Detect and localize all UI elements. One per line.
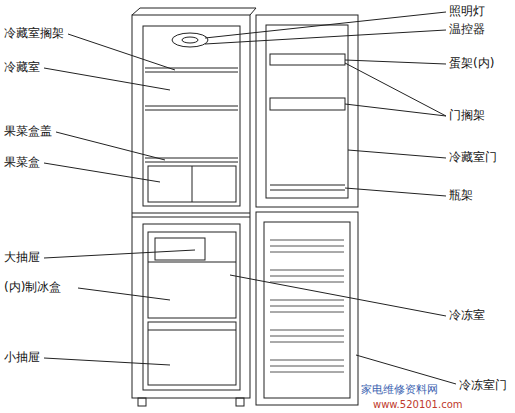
part-label: (内)制冰盒: [3, 280, 62, 295]
small-drawer: [148, 330, 236, 331]
part-label: 冷冻室: [448, 308, 486, 323]
part-label: 冷藏室搁架: [3, 26, 65, 41]
small-drawer: [148, 322, 236, 385]
part-label: 果菜盒: [3, 155, 41, 170]
fridge-door-inner: [266, 25, 348, 198]
cabinet-edge: [140, 8, 256, 9]
foot: [138, 398, 146, 406]
part-label: 果菜盒盖: [3, 124, 53, 139]
fridge-inner: [143, 26, 240, 206]
cabinet-outline: [132, 15, 250, 398]
freezer-inner: [143, 224, 240, 390]
part-label: 蛋架(内): [448, 56, 495, 71]
part-label: 瓶架: [448, 188, 474, 203]
freezer-door-inner: [264, 222, 350, 398]
shelf: [145, 106, 238, 107]
fridge-door: [256, 15, 358, 207]
foot: [236, 398, 244, 406]
divider: [132, 217, 250, 218]
lamp: [172, 33, 208, 47]
part-label: 门搁架: [448, 108, 486, 123]
cabinet-edge: [132, 8, 140, 15]
door-shelf: [270, 98, 345, 110]
shelf: [145, 72, 238, 73]
crisper-lid: [145, 162, 238, 163]
part-label: 小抽屉: [3, 350, 41, 365]
shelf: [145, 68, 238, 69]
part-label: 温控器: [448, 22, 486, 37]
large-drawer: [148, 232, 236, 318]
part-label: 大抽屉: [3, 250, 41, 265]
crisper-box: [192, 166, 193, 202]
bottle-rack: [270, 185, 345, 186]
watermark: www.520101.com: [372, 397, 464, 412]
crisper-box: [148, 166, 236, 202]
freezer-door: [256, 212, 358, 405]
door-grille: [270, 240, 344, 372]
watermark: 家电维修资料网: [360, 382, 439, 397]
bottle-rack: [270, 190, 345, 191]
egg-rack: [270, 54, 345, 65]
part-label: 冷藏室: [3, 60, 41, 75]
part-label: 冷冻室门: [458, 378, 508, 393]
shelf: [145, 110, 238, 111]
cabinet-edge: [250, 8, 256, 15]
divider: [132, 213, 250, 214]
large-drawer: [148, 262, 236, 263]
lamp: [182, 37, 198, 43]
leader-lines: [44, 12, 456, 384]
part-label: 照明灯: [448, 4, 486, 19]
ice-tray: [155, 238, 205, 260]
part-label: 冷藏室门: [448, 150, 498, 165]
